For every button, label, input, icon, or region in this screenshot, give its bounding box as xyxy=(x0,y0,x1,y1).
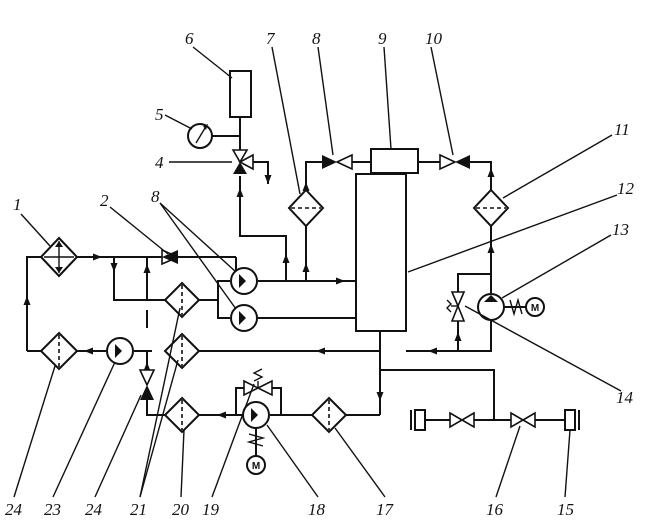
label-20: 20 xyxy=(172,500,190,519)
three-way-valve-4-icon xyxy=(231,149,254,174)
relief-valve-14-icon xyxy=(446,291,466,322)
motor-13-label: M xyxy=(531,303,539,314)
connector-left-icon xyxy=(410,409,426,431)
label-23: 23 xyxy=(44,500,61,519)
sensor-box-9 xyxy=(370,148,419,174)
motor-18-label: M xyxy=(252,461,260,472)
label-8-top: 8 xyxy=(312,29,321,48)
column-12 xyxy=(355,173,407,332)
motor-13-icon: M xyxy=(525,297,545,317)
label-12: 12 xyxy=(617,179,635,198)
label-10: 10 xyxy=(425,29,443,48)
label-9: 9 xyxy=(378,29,387,48)
label-1: 1 xyxy=(13,195,22,214)
filter-1-icon xyxy=(39,236,79,278)
filter-21-lower-icon xyxy=(163,332,201,370)
leader-lines xyxy=(13,46,622,498)
label-18: 18 xyxy=(308,500,326,519)
gate-valve-16b-icon xyxy=(510,411,536,429)
filter-20-icon xyxy=(163,396,201,434)
check-valve-24-icon xyxy=(138,369,156,400)
filter-17-icon xyxy=(310,396,348,434)
label-2: 2 xyxy=(100,191,109,210)
check-valve-10-icon xyxy=(439,153,470,171)
filter-7-icon xyxy=(287,188,325,228)
label-15: 15 xyxy=(557,500,574,519)
label-7: 7 xyxy=(266,29,276,48)
pump-18-icon xyxy=(242,401,270,456)
label-24-left: 24 xyxy=(5,500,23,519)
label-5: 5 xyxy=(155,105,164,124)
motor-18-icon: M xyxy=(246,455,266,475)
label-24-mid: 24 xyxy=(85,500,103,519)
vessel-6 xyxy=(229,70,252,118)
label-13: 13 xyxy=(612,220,629,239)
label-6: 6 xyxy=(185,29,194,48)
check-valve-2-icon xyxy=(161,248,180,266)
label-14: 14 xyxy=(616,388,634,407)
filter-11-icon xyxy=(472,188,510,228)
pipelines xyxy=(23,117,565,421)
filter-21-upper-icon xyxy=(163,281,201,319)
filter-24-left-icon xyxy=(39,331,79,371)
label-21: 21 xyxy=(130,500,147,519)
part-labels: 1 2 5 4 6 7 8 8 9 10 11 12 13 14 15 16 1… xyxy=(5,29,635,519)
label-8-pumps: 8 xyxy=(151,187,160,206)
pump-8-lower-icon xyxy=(230,304,258,332)
pump-23-icon xyxy=(106,337,134,365)
label-19: 19 xyxy=(202,500,220,519)
label-11: 11 xyxy=(614,120,630,139)
relief-valve-19-icon xyxy=(243,368,273,397)
connector-15-icon xyxy=(564,409,580,431)
label-16: 16 xyxy=(486,500,504,519)
gate-valve-16a-icon xyxy=(449,411,475,429)
label-17: 17 xyxy=(376,500,395,519)
check-valve-8-top-icon xyxy=(322,153,353,171)
pump-8-upper-icon xyxy=(230,267,258,295)
label-4: 4 xyxy=(155,153,164,172)
pressure-gauge-5-icon xyxy=(187,123,213,149)
